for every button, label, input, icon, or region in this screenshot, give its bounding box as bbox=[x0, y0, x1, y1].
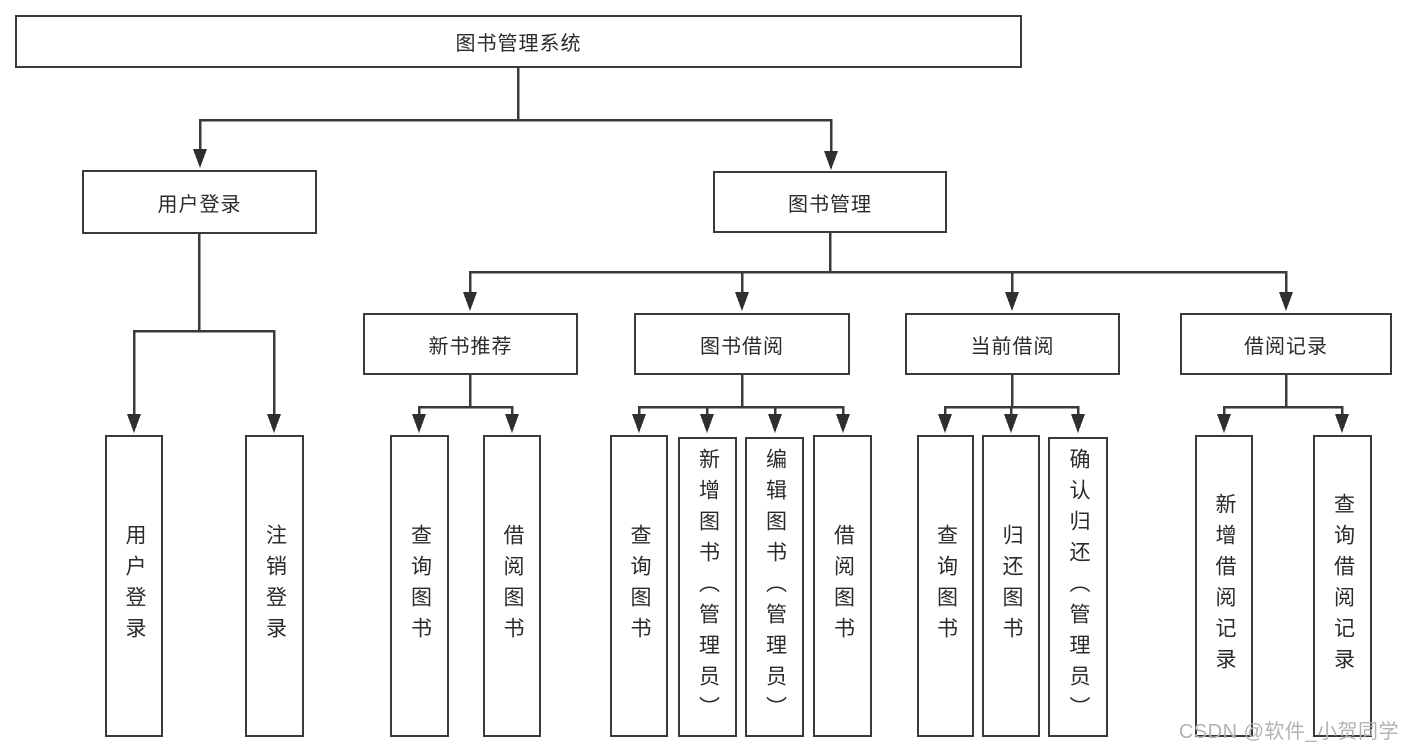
leaf-edit-book-admin-label: 编辑图书（管理员） bbox=[763, 447, 787, 727]
leaf-user-login-label: 用户登录 bbox=[123, 524, 146, 648]
node-new-book-recommend: 新书推荐 bbox=[363, 313, 578, 375]
node-borrow-records: 借阅记录 bbox=[1180, 313, 1392, 375]
leaf-add-book-admin-label: 新增图书（管理员） bbox=[696, 447, 720, 727]
node-current-borrow: 当前借阅 bbox=[905, 313, 1120, 375]
leaf-add-book-admin: 新增图书（管理员） bbox=[678, 437, 737, 737]
leaf-confirm-return-admin: 确认归还（管理员） bbox=[1048, 437, 1108, 737]
node-book-borrow: 图书借阅 bbox=[634, 313, 850, 375]
leaf-return-book-label: 归还图书 bbox=[1000, 524, 1023, 648]
connector-book-management-branch bbox=[463, 233, 1293, 311]
leaf-query-borrow-record: 查询借阅记录 bbox=[1313, 435, 1372, 737]
leaf-query-books-recommend-label: 查询图书 bbox=[408, 524, 432, 648]
leaf-query-books-current-label: 查询图书 bbox=[934, 524, 958, 648]
leaf-query-borrow-record-label: 查询借阅记录 bbox=[1331, 493, 1355, 679]
leaf-query-books-current: 查询图书 bbox=[917, 435, 974, 737]
leaf-add-borrow-record-label: 新增借阅记录 bbox=[1213, 493, 1236, 679]
connector-root-branch bbox=[193, 68, 838, 170]
leaf-logout: 注销登录 bbox=[245, 435, 304, 737]
connector-user-login-branch bbox=[127, 234, 281, 433]
leaf-borrow-books-label: 借阅图书 bbox=[831, 524, 855, 648]
node-new-book-recommend-label: 新书推荐 bbox=[428, 335, 513, 358]
node-user-login: 用户登录 bbox=[82, 170, 317, 234]
leaf-user-login: 用户登录 bbox=[105, 435, 163, 737]
node-borrow-records-label: 借阅记录 bbox=[1244, 335, 1328, 358]
leaf-edit-book-admin: 编辑图书（管理员） bbox=[745, 437, 804, 737]
leaf-borrow-books-recommend-label: 借阅图书 bbox=[501, 524, 524, 648]
leaf-query-books-recommend: 查询图书 bbox=[390, 435, 449, 737]
csdn-watermark: CSDN @软件_小贺同学 bbox=[1178, 721, 1399, 743]
leaf-query-books-borrow-label: 查询图书 bbox=[628, 524, 651, 648]
node-book-management-label: 图书管理 bbox=[788, 193, 872, 216]
node-library-system: 图书管理系统 bbox=[15, 15, 1022, 68]
leaf-borrow-books: 借阅图书 bbox=[813, 435, 872, 737]
leaf-confirm-return-admin-label: 确认归还（管理员） bbox=[1067, 447, 1090, 727]
connector-book-borrow-branch bbox=[632, 375, 850, 433]
node-book-management: 图书管理 bbox=[713, 171, 947, 233]
leaf-logout-label: 注销登录 bbox=[263, 524, 287, 648]
node-library-system-label: 图书管理系统 bbox=[455, 33, 582, 55]
leaf-return-book: 归还图书 bbox=[982, 435, 1040, 737]
leaf-query-books-borrow: 查询图书 bbox=[610, 435, 668, 737]
connector-new-book-branch bbox=[412, 375, 519, 433]
node-user-login-label: 用户登录 bbox=[157, 193, 242, 216]
node-book-borrow-label: 图书借阅 bbox=[700, 335, 784, 358]
leaf-add-borrow-record: 新增借阅记录 bbox=[1195, 435, 1253, 737]
connector-borrow-records-branch bbox=[1217, 375, 1349, 433]
leaf-borrow-books-recommend: 借阅图书 bbox=[483, 435, 541, 737]
node-current-borrow-label: 当前借阅 bbox=[970, 335, 1055, 358]
connector-current-borrow-branch bbox=[938, 375, 1085, 433]
